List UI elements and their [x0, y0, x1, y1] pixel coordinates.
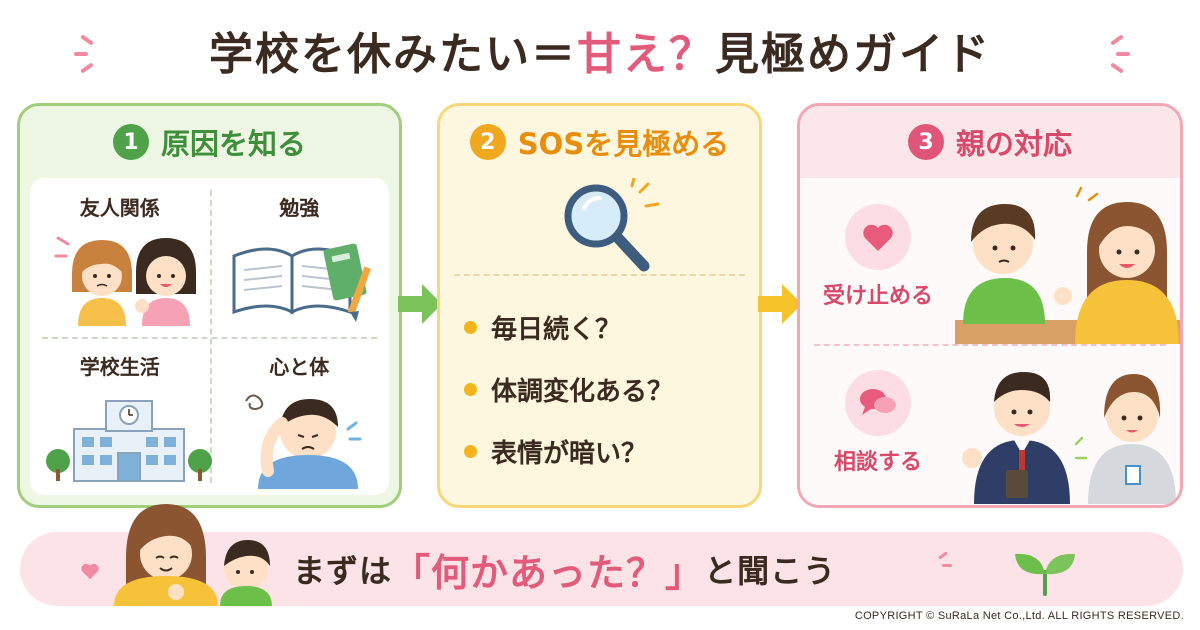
- mother-and-son-illustration: [114, 504, 272, 606]
- sprout-icon: [1015, 553, 1075, 596]
- magnifier-icon: [564, 178, 660, 272]
- banner-message: まずは「何かあった？」と聞こう: [293, 532, 836, 606]
- cause-label: 学校生活: [79, 354, 160, 379]
- response-accept: 受け止める: [800, 184, 1180, 344]
- panel-parent-header: 3 親の対応: [800, 106, 1180, 178]
- heart-icon: [81, 563, 99, 580]
- banner-highlight: 何かあった？: [431, 550, 666, 595]
- cause-study: 勉強: [210, 178, 390, 337]
- panel-causes: 1 原因を知る 友人関係 勉強: [17, 103, 402, 508]
- cause-friends: 友人関係: [30, 178, 210, 337]
- panel-causes-header: 1 原因を知る: [20, 106, 399, 178]
- checklist-text: 表情が暗い？: [491, 438, 648, 469]
- panel-sos-header: 2 SOSを見極める: [440, 106, 759, 178]
- teacher-consult-illustration: [962, 372, 1176, 504]
- arrow-right-icon: [758, 284, 802, 324]
- panel-number: 3: [907, 124, 944, 160]
- speech-bubbles-icon: [845, 370, 911, 436]
- response-label: 相談する: [833, 450, 922, 475]
- two-girls-icon: [54, 236, 196, 326]
- checklist-text: 体調変化ある？: [491, 376, 674, 407]
- panel-sos-title: SOSを見極める: [517, 127, 730, 161]
- books-icon: [232, 243, 371, 322]
- divider: [454, 274, 745, 276]
- sad-child-icon: [244, 394, 361, 489]
- heart-icon: [845, 204, 911, 270]
- banner-after: と聞こう: [704, 552, 837, 590]
- checklist-item: 毎日続く？: [464, 296, 673, 358]
- response-label: 受け止める: [822, 284, 933, 309]
- panel-parent-title: 親の対応: [955, 127, 1072, 161]
- title-main: 学校を休みたい＝: [209, 29, 577, 80]
- title-accent: 甘え？: [577, 29, 715, 80]
- bottom-banner: まずは「何かあった？」と聞こう: [20, 504, 1183, 606]
- cause-label: 勉強: [279, 196, 320, 220]
- checklist-item: 表情が暗い？: [464, 420, 673, 482]
- checklist-text: 毎日続く？: [491, 314, 622, 345]
- title-tail: 見極めガイド: [715, 29, 991, 80]
- bullet-dot: [464, 382, 477, 396]
- panel-sos: 2 SOSを見極める 毎日続く？ 体調変化ある？ 表情が暗い？: [437, 103, 762, 508]
- school-building-icon: [46, 399, 212, 482]
- parent-response-list: 受け止める 相談する: [800, 178, 1180, 505]
- cause-mind-body: 心と体: [210, 337, 390, 496]
- banner-close-bracket: 」: [665, 550, 705, 595]
- response-consult: 相談する: [800, 350, 1180, 505]
- banner-before: まずは: [293, 552, 393, 590]
- cause-school-life: 学校生活: [30, 337, 212, 496]
- divider: [42, 336, 377, 339]
- panel-causes-title: 原因を知る: [160, 127, 306, 161]
- checklist-item: 体調変化ある？: [464, 358, 673, 420]
- page-title: 学校を休みたい＝甘え？見極めガイド: [0, 18, 1200, 82]
- banner-open-bracket: 「: [392, 550, 432, 595]
- panel-number: 2: [469, 124, 506, 160]
- mother-child-illustration: [955, 186, 1180, 344]
- divider: [814, 344, 1166, 346]
- bullet-dot: [464, 444, 477, 458]
- cause-label: 友人関係: [79, 196, 160, 220]
- bullet-dot: [464, 320, 477, 334]
- panel-parent-response: 3 親の対応 受け止める: [797, 103, 1183, 508]
- panel-number: 1: [112, 124, 149, 160]
- arrow-right-icon: [398, 284, 442, 324]
- cause-label: 心と体: [269, 354, 330, 379]
- copyright: COPYRIGHT © SuRaLa Net Co.,Ltd. ALL RIGH…: [854, 610, 1184, 622]
- sos-checklist: 毎日続く？ 体調変化ある？ 表情が暗い？: [464, 296, 673, 482]
- causes-grid: 友人関係 勉強: [30, 178, 389, 495]
